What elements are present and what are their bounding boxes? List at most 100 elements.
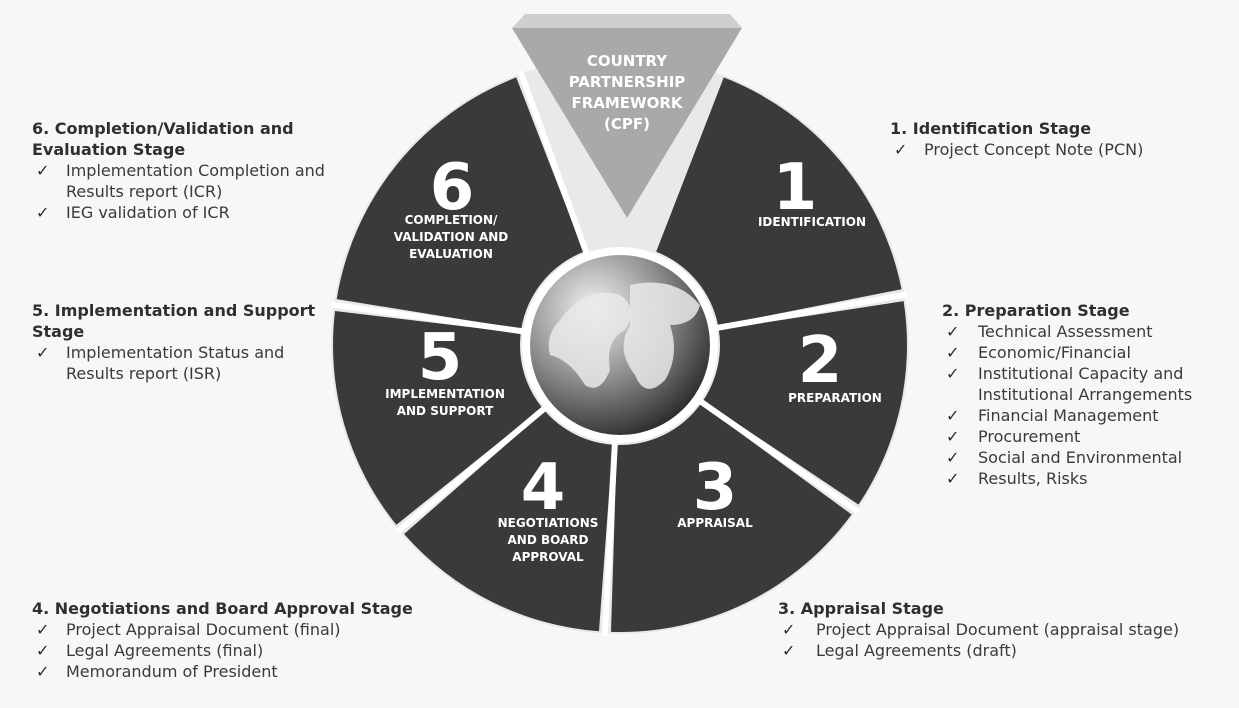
stage-item-text: Project Appraisal Document (final) [66, 620, 341, 639]
segment-3 [610, 404, 852, 632]
stage-6-title: 6. Completion/Validation and Evaluation … [32, 119, 294, 159]
cpf-label-line: FRAMEWORK [571, 94, 683, 112]
segment-6-label: VALIDATION AND [394, 230, 509, 244]
checkmark-icon: ✓ [36, 620, 50, 639]
stage-1-title: 1. Identification Stage [890, 119, 1092, 138]
checkmark-icon: ✓ [894, 140, 908, 159]
segment-3-label: APPRAISAL [677, 516, 753, 530]
stage-4-panel: 4. Negotiations and Board Approval Stage… [32, 598, 482, 682]
cpf-label-line: (CPF) [604, 115, 650, 133]
segment-4-label: APPROVAL [512, 550, 584, 564]
stage-3-title: 3. Appraisal Stage [778, 599, 944, 618]
checkmark-icon: ✓ [946, 364, 960, 383]
stage-4-item: ✓ Project Appraisal Document (final) [32, 619, 482, 640]
stage-2-item: ✓ Procurement [942, 426, 1234, 447]
stage-2-item: ✓ Social and Environmental [942, 447, 1234, 468]
stage-item-text: Procurement [978, 427, 1081, 446]
checkmark-icon: ✓ [946, 322, 960, 341]
segment-6-label: COMPLETION/ [405, 213, 498, 227]
segment-separator [517, 70, 590, 256]
segment-5-label: AND SUPPORT [397, 404, 494, 418]
stage-item-text: Memorandum of President [66, 662, 278, 681]
stage-4-list: ✓ Project Appraisal Document (final) ✓ Lega… [32, 619, 482, 682]
segment-separator [395, 404, 549, 535]
stage-2-item: ✓ Institutional Capacity and Institutiona… [942, 363, 1234, 405]
stage-item-text: Social and Environmental [978, 448, 1183, 467]
checkmark-icon: ✓ [946, 343, 960, 362]
stage-item-text: Financial Management [978, 406, 1159, 425]
stage-3-list: ✓ Project Appraisal Document (appraisal s… [778, 619, 1218, 661]
segment-separator [696, 397, 861, 515]
segment-3-number: 3 [693, 451, 738, 525]
stage-5-title: 5. Implementation and Support Stage [32, 301, 316, 341]
globe-continent [623, 282, 700, 389]
segment-separator [601, 440, 618, 636]
stage-6-panel: 6. Completion/Validation and Evaluation … [32, 118, 362, 223]
stage-1-list: ✓ Project Concept Note (PCN) [890, 139, 1230, 160]
stage-item-text: Technical Assessment [978, 322, 1153, 341]
stage-item-text: Project Concept Note (PCN) [924, 140, 1144, 159]
stage-4-title: 4. Negotiations and Board Approval Stage [32, 599, 413, 618]
stage-3-item: ✓ Project Appraisal Document (appraisal s… [778, 619, 1218, 640]
checkmark-icon: ✓ [946, 469, 960, 488]
stage-2-item: ✓ Results, Risks [942, 468, 1234, 489]
stage-item-text: Legal Agreements (final) [66, 641, 264, 660]
segment-6-number: 6 [430, 151, 475, 225]
stage-5-list: ✓ Implementation Status and Results repor… [32, 342, 332, 384]
stage-item-text: Economic/Financial [978, 343, 1131, 362]
segment-6 [336, 77, 584, 330]
stage-item-text: IEG validation of ICR [66, 203, 230, 222]
checkmark-icon: ✓ [36, 161, 50, 180]
checkmark-icon: ✓ [36, 343, 50, 362]
cpf-label-line: COUNTRY [587, 52, 668, 70]
stage-1-panel: 1. Identification Stage ✓ Project Concept… [890, 118, 1230, 160]
checkmark-icon: ✓ [946, 427, 960, 446]
checkmark-icon: ✓ [782, 620, 796, 639]
segment-2-label: PREPARATION [788, 391, 882, 405]
checkmark-icon: ✓ [36, 662, 50, 681]
checkmark-icon: ✓ [946, 406, 960, 425]
stage-6-list: ✓ Implementation Completion and Results r… [32, 160, 362, 223]
stage-5-panel: 5. Implementation and Support Stage ✓ Imp… [32, 300, 332, 384]
stage-3-panel: 3. Appraisal Stage ✓ Project Appraisal Do… [778, 598, 1218, 661]
stage-2-list: ✓ Technical Assessment ✓ Economic/Financial… [942, 321, 1234, 489]
stage-1-item: ✓ Project Concept Note (PCN) [890, 139, 1230, 160]
stage-item-text: Project Appraisal Document (appraisal st… [816, 620, 1180, 639]
segment-2 [703, 301, 907, 505]
stage-item-text: Legal Agreements (draft) [816, 641, 1017, 660]
stage-item-text: Institutional Capacity and Institutional… [978, 364, 1193, 404]
segment-5-label: IMPLEMENTATION [385, 387, 505, 401]
segment-2-number: 2 [798, 324, 843, 398]
stage-6-item: ✓ IEG validation of ICR [32, 202, 362, 223]
stage-4-item: ✓ Memorandum of President [32, 661, 482, 682]
cpf-arrow [512, 28, 742, 218]
segment-separator [331, 301, 526, 335]
segment-separator [714, 291, 908, 332]
stage-2-panel: 2. Preparation Stage ✓ Technical Assessme… [942, 300, 1234, 489]
cpf-label-line: PARTNERSHIP [569, 73, 686, 91]
cpf-arrow-top [512, 14, 742, 28]
checkmark-icon: ✓ [36, 203, 50, 222]
stage-item-text: Implementation Completion and Results re… [66, 161, 325, 201]
segment-1-label: IDENTIFICATION [758, 215, 866, 229]
segment-5 [332, 311, 543, 525]
segment-1-number: 1 [773, 151, 818, 225]
segment-6-label: EVALUATION [409, 247, 493, 261]
segment-4-label: NEGOTIATIONS [498, 516, 599, 530]
checkmark-icon: ✓ [946, 448, 960, 467]
stage-2-item: ✓ Economic/Financial [942, 342, 1234, 363]
stage-2-item: ✓ Technical Assessment [942, 321, 1234, 342]
segment-4-label: AND BOARD [508, 533, 589, 547]
segment-4-number: 4 [521, 451, 566, 525]
stage-item-text: Implementation Status and Results report… [66, 343, 285, 383]
stage-3-item: ✓Legal Agreements (draft) [778, 640, 1218, 661]
segment-1 [656, 77, 902, 326]
stage-2-title: 2. Preparation Stage [942, 301, 1130, 320]
stage-4-item: ✓ Legal Agreements (final) [32, 640, 482, 661]
checkmark-icon: ✓ [36, 641, 50, 660]
stage-5-item: ✓ Implementation Status and Results repor… [32, 342, 332, 384]
segment-5-number: 5 [418, 321, 463, 395]
stage-item-text: Results, Risks [978, 469, 1088, 488]
